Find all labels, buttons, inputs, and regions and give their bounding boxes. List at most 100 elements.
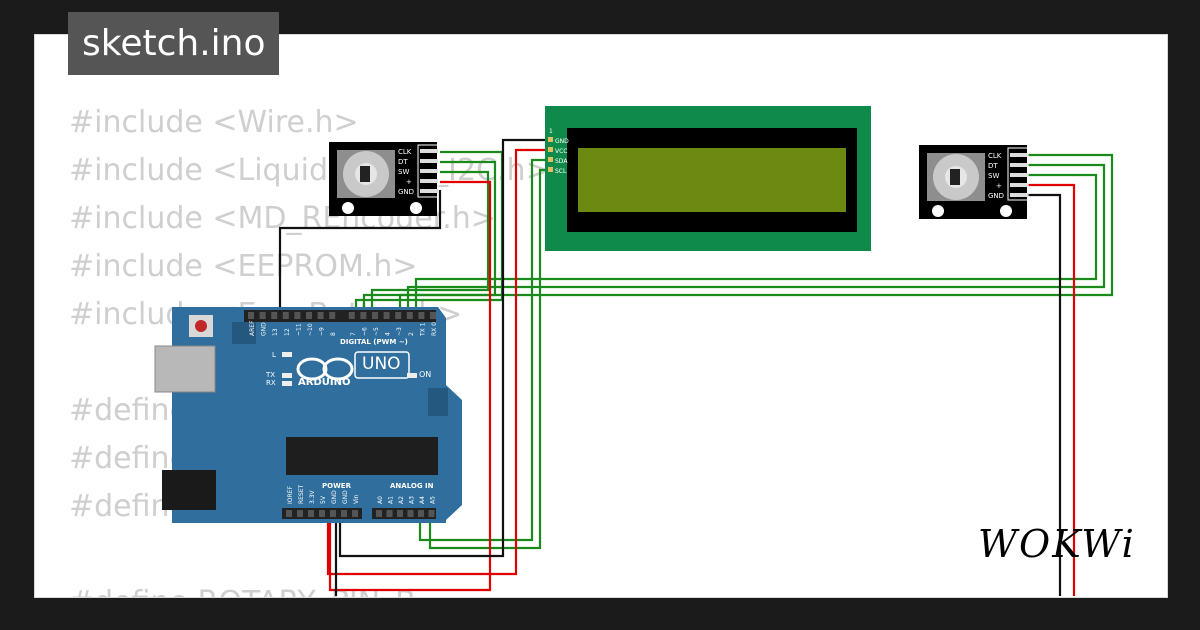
power-pin-label: 5V — [320, 495, 327, 504]
mount-hole — [932, 205, 944, 217]
analog-label: ANALOG IN — [390, 482, 434, 490]
lcd-pin-label: GND — [555, 138, 569, 145]
power-pin[interactable] — [319, 510, 325, 517]
encoder-pin-label: SW — [988, 172, 999, 180]
analog-pin-label: A5 — [430, 496, 437, 504]
encoder-pin-label: GND — [988, 192, 1004, 200]
digital-pin-label: 13 — [272, 328, 279, 336]
analog-pin-label: A2 — [398, 496, 405, 504]
digital-pin-label: AREF — [249, 320, 256, 336]
analog-pin[interactable] — [376, 510, 382, 517]
digital-pin[interactable] — [329, 312, 336, 319]
encoder-pin-label: + — [406, 178, 412, 186]
wire-black — [278, 190, 442, 318]
lcd-pin-vcc[interactable] — [548, 147, 553, 152]
led-rx-label: RX — [266, 379, 276, 387]
lcd-1602-display[interactable]: GND VCC SDA SCL 1 — [545, 106, 871, 251]
analog-pin-label: A0 — [377, 496, 384, 504]
digital-pin[interactable] — [418, 312, 425, 319]
wire-green — [398, 153, 1114, 318]
power-label: POWER — [322, 482, 351, 490]
digital-pin[interactable] — [383, 312, 390, 319]
encoder-pin-dt[interactable] — [420, 159, 438, 163]
wire-green — [370, 170, 490, 318]
analog-pin[interactable] — [407, 510, 414, 517]
power-pin-label: IOREF — [287, 486, 294, 504]
analog-pin[interactable] — [428, 510, 435, 517]
digital-label: DIGITAL (PWM ~) — [340, 338, 408, 346]
wire-black — [338, 138, 552, 558]
code-background: #include <Wire.h>#include <LiquidCrystal… — [69, 99, 551, 597]
power-pin[interactable] — [352, 510, 358, 517]
arduino-logo-icon — [296, 357, 328, 381]
wire-red — [328, 180, 492, 592]
digital-pin[interactable] — [360, 312, 367, 319]
wire-green — [406, 163, 1106, 318]
digital-pin[interactable] — [282, 312, 289, 319]
digital-pin[interactable] — [294, 312, 301, 319]
encoder-pin-gnd[interactable] — [420, 189, 438, 193]
power-pin[interactable] — [330, 510, 336, 517]
digital-pin-label: ~11 — [295, 323, 302, 336]
lcd-pin1-label: 1 — [549, 128, 553, 135]
usb-port — [154, 345, 216, 393]
digital-pin-label: 2 — [408, 332, 415, 336]
encoder-pin-+[interactable] — [420, 179, 438, 183]
digital-pin-label: 4 — [385, 332, 392, 336]
digital-pin-label: ~10 — [307, 323, 314, 336]
led-tx-label: TX — [266, 371, 276, 379]
analog-pin[interactable] — [386, 510, 393, 517]
lcd-pin-sda[interactable] — [548, 157, 553, 162]
encoder-pin-sw[interactable] — [1010, 173, 1028, 177]
wires — [278, 138, 1114, 596]
analog-pin[interactable] — [397, 510, 403, 517]
sketch-title[interactable]: sketch.ino — [68, 12, 280, 75]
lcd-pin-label: SCL — [555, 168, 567, 175]
power-pin-label: 3.3V — [309, 489, 316, 504]
lcd-screen — [578, 148, 846, 212]
wokwi-logo: WOKWi — [978, 522, 1136, 566]
wire-green — [418, 158, 552, 542]
digital-pin[interactable] — [271, 312, 278, 319]
encoder-pin-gnd[interactable] — [1010, 193, 1028, 197]
digital-pin[interactable] — [248, 312, 254, 319]
power-pin-label: Vin — [353, 494, 360, 504]
digital-pin[interactable] — [395, 312, 402, 319]
encoder-pin-+[interactable] — [1010, 183, 1028, 187]
digital-pin[interactable] — [372, 312, 378, 319]
digital-pin[interactable] — [430, 312, 436, 319]
wire-red — [326, 148, 552, 576]
power-pin[interactable] — [297, 510, 303, 517]
lcd-pin-label: SDA — [555, 158, 568, 165]
digital-pin-label: ~5 — [373, 327, 380, 336]
digital-pin[interactable] — [317, 312, 324, 319]
digital-pin[interactable] — [406, 312, 413, 319]
encoder-pin-sw[interactable] — [420, 169, 438, 173]
encoder-pin-clk[interactable] — [1010, 153, 1028, 157]
power-pin[interactable] — [341, 510, 347, 517]
wire-black — [1022, 193, 1062, 596]
digital-pin-label: 8 — [330, 332, 337, 336]
lcd-pin-scl[interactable] — [548, 167, 553, 172]
encoder-pin-label: CLK — [988, 152, 1002, 160]
power-pin[interactable] — [286, 510, 292, 517]
lcd-pin-gnd[interactable] — [548, 137, 553, 142]
digital-pin[interactable] — [259, 312, 266, 319]
atmega-chip — [286, 437, 438, 475]
encoder-pin-label: SW — [398, 168, 409, 176]
encoder-pin-clk[interactable] — [420, 149, 438, 153]
analog-pin[interactable] — [418, 510, 424, 517]
power-pin[interactable] — [308, 510, 314, 517]
encoder-pin-dt[interactable] — [1010, 163, 1028, 167]
digital-pin[interactable] — [306, 312, 312, 319]
digital-pin-label: RX 0 — [431, 322, 438, 336]
digital-pin[interactable] — [348, 312, 355, 319]
lcd-pin-label: VCC — [555, 148, 567, 155]
encoder-pin-label: DT — [988, 162, 998, 170]
code-line: #define — [69, 393, 189, 428]
digital-pin-label: 7 — [350, 332, 357, 336]
